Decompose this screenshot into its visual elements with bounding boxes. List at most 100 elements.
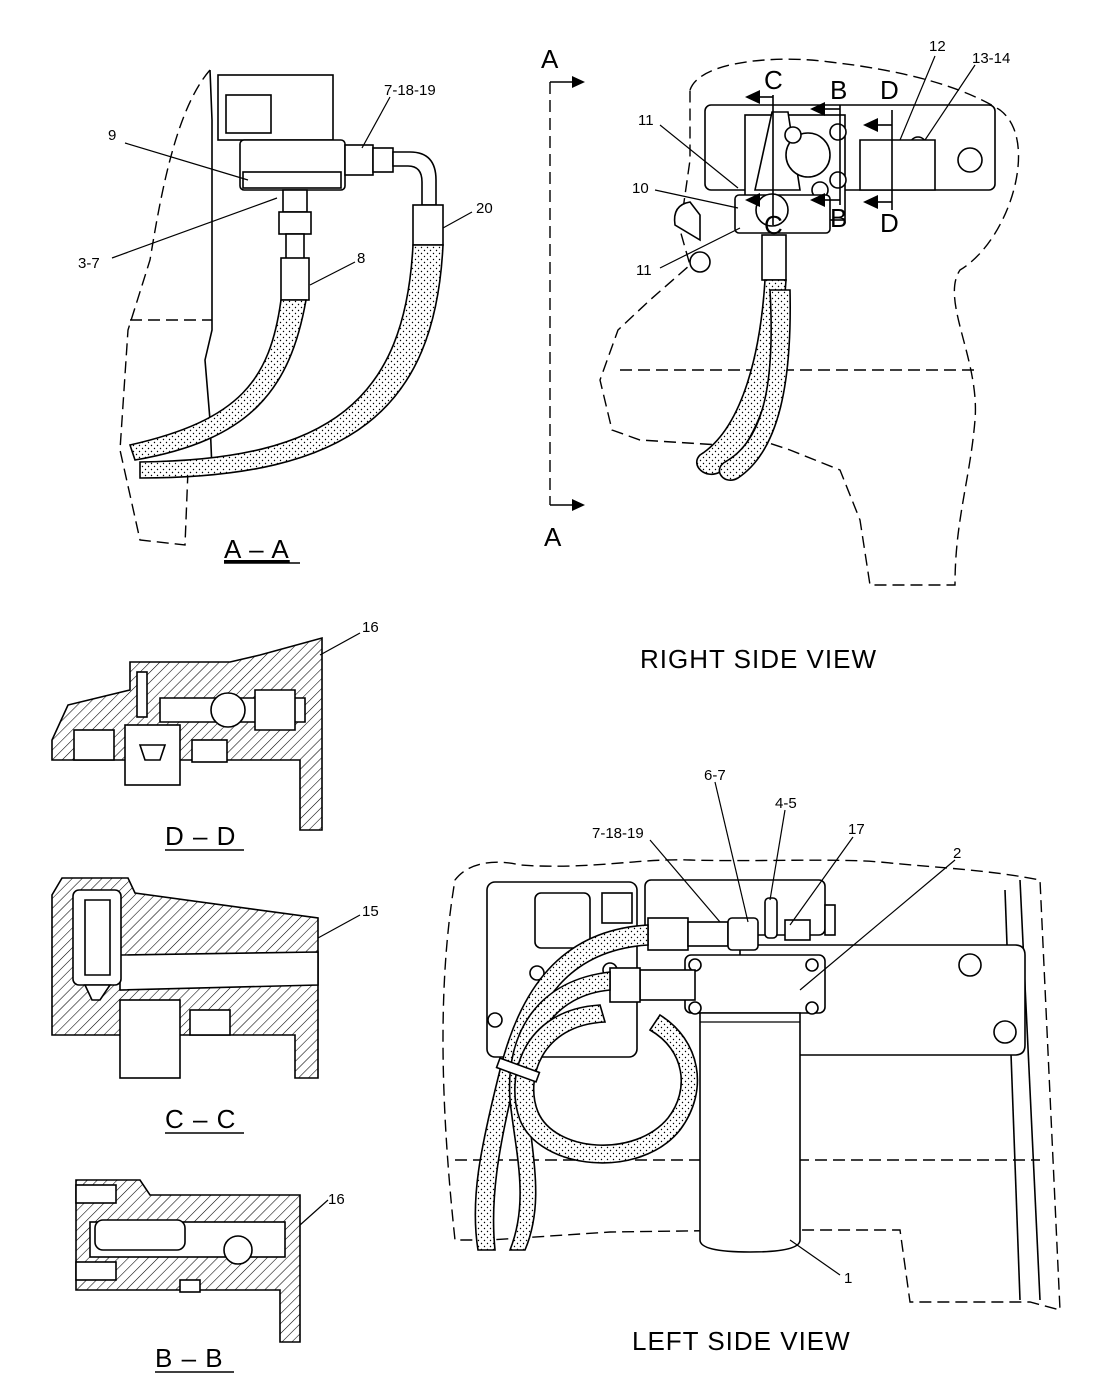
cut-arrowhead-bottom — [572, 499, 585, 511]
leader-7-18-19-left — [649, 839, 721, 923]
leader-16-bb — [299, 1199, 329, 1226]
dd-ball — [210, 692, 246, 728]
dd-body — [51, 636, 323, 831]
leader-6-7 — [714, 781, 749, 923]
left-side-view: 6-7 7-18-19 4-5 17 2 1 LEFT SIDE VIEW — [442, 767, 1061, 1356]
caption-right-side-view: RIGHT SIDE VIEW — [640, 644, 877, 674]
callout-2: 2 — [953, 845, 961, 862]
section-line-a: A A — [541, 44, 585, 552]
callout-8: 8 — [357, 250, 365, 267]
cut-letter-d-bottom: D — [880, 208, 899, 238]
callout-9: 9 — [108, 127, 116, 144]
hose-coil — [514, 1004, 699, 1164]
adapter-flange-aa — [242, 171, 342, 189]
plate-bolt-1 — [487, 1012, 503, 1028]
cc-pocket — [189, 1009, 231, 1036]
leader-7-18-19-aa — [361, 96, 391, 149]
fitting-7-18-19-left — [647, 917, 689, 951]
nut-aa — [372, 147, 394, 173]
hex-aa — [278, 211, 312, 235]
engine-outline-right — [599, 58, 1020, 586]
bolt-right-3 — [829, 171, 847, 189]
arrow-d-top — [863, 118, 878, 132]
callout-11-top: 11 — [638, 112, 654, 129]
bb-body — [75, 1179, 301, 1343]
fitting-6-7 — [727, 917, 759, 951]
caption-section-dd: D – D — [165, 821, 236, 851]
section-dd-view: 16 D – D — [51, 619, 379, 851]
leader-1 — [789, 1239, 841, 1276]
head-bolt-2 — [805, 958, 819, 972]
adapter-port-10 — [755, 193, 789, 227]
elbow-tube-aa — [392, 151, 437, 206]
fitting-7-18-19-aa — [344, 144, 374, 176]
section-aa-view: 9 3-7 7-18-19 8 20 A – A — [78, 69, 493, 564]
hose-end-8-aa — [280, 257, 310, 301]
dd-pocket-1 — [73, 729, 115, 761]
cut-letter-b-top: B — [830, 75, 847, 105]
port-11 — [785, 132, 831, 178]
callout-3-7: 3-7 — [78, 255, 100, 272]
leader-2 — [799, 859, 956, 991]
engine-outline-aa — [119, 69, 211, 546]
cc-bore — [119, 951, 319, 991]
bracket-bolt-1 — [958, 953, 982, 977]
leader-11-bottom — [659, 227, 741, 269]
bracket-bolt-2 — [993, 1020, 1017, 1044]
callout-13-14: 13-14 — [972, 50, 1010, 67]
cut-letter-d-top: D — [880, 75, 899, 105]
fitting-3-7-aa — [282, 189, 308, 213]
right-side-view: C C B B D D 12 13-14 11 10 11 RIGHT SIDE… — [599, 38, 1020, 674]
bb-plug — [179, 1279, 201, 1293]
base-inner-aa — [225, 94, 272, 134]
bb-ball — [223, 1235, 253, 1265]
bolt-right-1 — [784, 126, 802, 144]
bolt-right-5 — [957, 147, 983, 173]
bolt-right-2 — [829, 123, 847, 141]
arrow-b-bottom — [810, 193, 825, 207]
hose-end-20-aa — [412, 204, 444, 246]
leader-12 — [899, 55, 936, 141]
fitting-lower-nut — [609, 967, 641, 1003]
section-bb-view: 16 B – B — [75, 1179, 345, 1373]
caption-left-side-view: LEFT SIDE VIEW — [632, 1326, 851, 1356]
section-cc-view: 15 C – C — [51, 877, 379, 1134]
callout-7-18-19-left: 7-18-19 — [592, 825, 644, 842]
cc-element-inner — [84, 899, 111, 976]
valve-block-right — [859, 139, 936, 191]
leader-15-cc — [317, 914, 361, 939]
dd-pin — [136, 671, 148, 718]
caption-section-aa: A – A — [224, 534, 290, 564]
bb-bolt-top — [75, 1184, 117, 1204]
leader-8 — [309, 261, 356, 286]
plate-window-left — [534, 892, 591, 949]
leader-16-dd — [319, 632, 361, 656]
bb-element — [94, 1219, 186, 1251]
cut-letter-b-bottom: B — [830, 203, 847, 233]
leader-17 — [789, 836, 854, 926]
cut-letter-c-bottom: C — [764, 210, 783, 240]
arrow-d-bottom — [863, 195, 878, 209]
head-bolt-4 — [805, 1001, 819, 1015]
leader-9 — [124, 142, 249, 181]
filter-head-2 — [684, 954, 826, 1014]
callout-4-5: 4-5 — [775, 795, 797, 812]
callout-7-18-19-aa: 7-18-19 — [384, 82, 436, 99]
caption-section-cc: C – C — [165, 1104, 236, 1134]
cut-letter-c-top: C — [764, 65, 783, 95]
cc-valve-tip — [83, 984, 112, 1001]
filter-canister-1 — [699, 1012, 801, 1253]
fitting-17 — [784, 919, 811, 941]
leader-4-5 — [769, 809, 786, 901]
leader-13-14 — [924, 64, 976, 141]
leader-20 — [442, 211, 473, 229]
hose-8-aa — [128, 299, 307, 461]
callout-6-7: 6-7 — [704, 767, 726, 784]
hose-right-2 — [718, 289, 792, 481]
arrow-c-top — [745, 90, 760, 104]
nut-ear-right — [689, 251, 711, 273]
fitting-lower-left — [639, 969, 696, 1001]
hose-20-aa — [139, 244, 444, 479]
hose-clamp — [495, 1057, 541, 1083]
